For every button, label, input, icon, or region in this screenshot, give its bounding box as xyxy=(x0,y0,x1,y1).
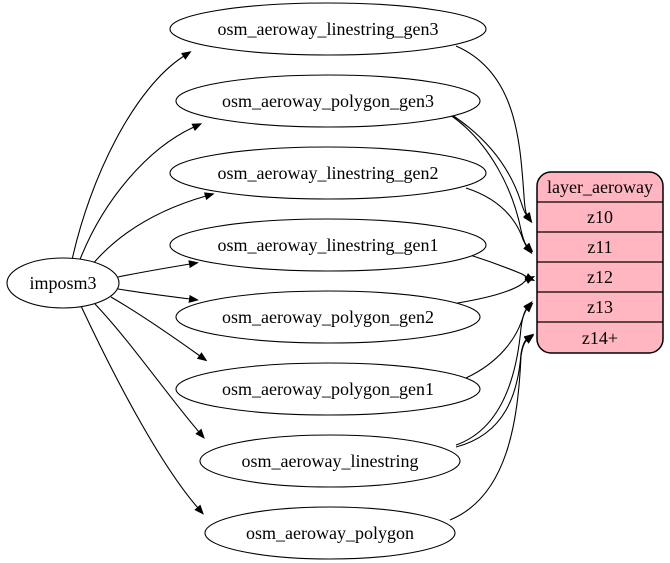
polygon-gen3-label: osm_aeroway_polygon_gen3 xyxy=(222,91,434,111)
edge-linestring-gen1-z12 xyxy=(469,254,536,282)
linestring-gen3-label: osm_aeroway_linestring_gen3 xyxy=(218,19,439,39)
layer-row-z10: z10 xyxy=(587,207,613,227)
polygon-ellipse xyxy=(204,506,456,560)
polygon-label: osm_aeroway_polygon xyxy=(246,523,414,543)
polygon-gen1-label: osm_aeroway_polygon_gen1 xyxy=(222,379,434,399)
node-osm-aeroway-polygon-gen1: osm_aeroway_polygon_gen1 xyxy=(175,362,481,416)
linestring-ellipse xyxy=(199,434,461,488)
edge-imposm3-linestring-gen1 xyxy=(117,260,199,278)
linestring-gen3-ellipse xyxy=(169,2,487,56)
layer-row-z14plus: z14+ xyxy=(582,328,618,348)
polygon-gen1-ellipse xyxy=(175,362,481,416)
edge-linestring-gen3-z10 xyxy=(455,45,532,223)
edge-linestring-z13 xyxy=(455,300,533,446)
node-osm-aeroway-polygon-gen3: osm_aeroway_polygon_gen3 xyxy=(175,74,481,128)
polygon-gen3-ellipse xyxy=(175,74,481,128)
edge-imposm3-polygon-gen3 xyxy=(78,123,203,263)
node-osm-aeroway-linestring: osm_aeroway_linestring xyxy=(199,434,461,488)
layer-row-z11: z11 xyxy=(587,237,612,257)
layer-title: layer_aeroway xyxy=(547,177,653,197)
node-osm-aeroway-linestring-gen1: osm_aeroway_linestring_gen1 xyxy=(169,218,487,272)
imposm3-ellipse xyxy=(6,257,120,309)
node-osm-aeroway-polygon: osm_aeroway_polygon xyxy=(204,506,456,560)
edge-polygon-gen2-z12 xyxy=(451,275,536,305)
linestring-gen1-label: osm_aeroway_linestring_gen1 xyxy=(218,235,439,255)
node-osm-aeroway-linestring-gen3: osm_aeroway_linestring_gen3 xyxy=(169,2,487,56)
edge-imposm3-polygon xyxy=(80,305,204,515)
edges-to-layer xyxy=(448,45,536,521)
edge-linestring-gen2-z11 xyxy=(465,187,533,255)
node-imposm3: imposm3 xyxy=(6,257,120,309)
imposm3-label: imposm3 xyxy=(29,273,96,293)
edges-from-source xyxy=(71,51,215,515)
node-layer-aeroway: layer_aeroway z10 z11 z12 z13 z14+ xyxy=(536,171,664,354)
edge-imposm3-linestring xyxy=(94,303,205,439)
edge-imposm3-polygon-gen1 xyxy=(110,296,208,362)
linestring-gen1-ellipse xyxy=(169,218,487,272)
node-osm-aeroway-linestring-gen2: osm_aeroway_linestring_gen2 xyxy=(169,146,487,200)
edge-imposm3-polygon-gen2 xyxy=(117,288,199,303)
edge-polygon-gen3-z10 xyxy=(448,112,533,224)
layer-row-z12: z12 xyxy=(587,267,613,287)
edge-polygon-z14plus xyxy=(449,334,535,521)
edge-imposm3-linestring-gen3 xyxy=(71,51,192,261)
linestring-gen2-ellipse xyxy=(169,146,487,200)
linestring-gen2-label: osm_aeroway_linestring_gen2 xyxy=(218,163,439,183)
layer-row-z13: z13 xyxy=(587,297,613,317)
linestring-label: osm_aeroway_linestring xyxy=(242,451,419,471)
polygon-gen2-label: osm_aeroway_polygon_gen2 xyxy=(222,307,434,327)
edge-imposm3-linestring-gen2 xyxy=(90,192,215,267)
polygon-gen2-ellipse xyxy=(175,290,481,344)
node-osm-aeroway-polygon-gen2: osm_aeroway_polygon_gen2 xyxy=(175,290,481,344)
